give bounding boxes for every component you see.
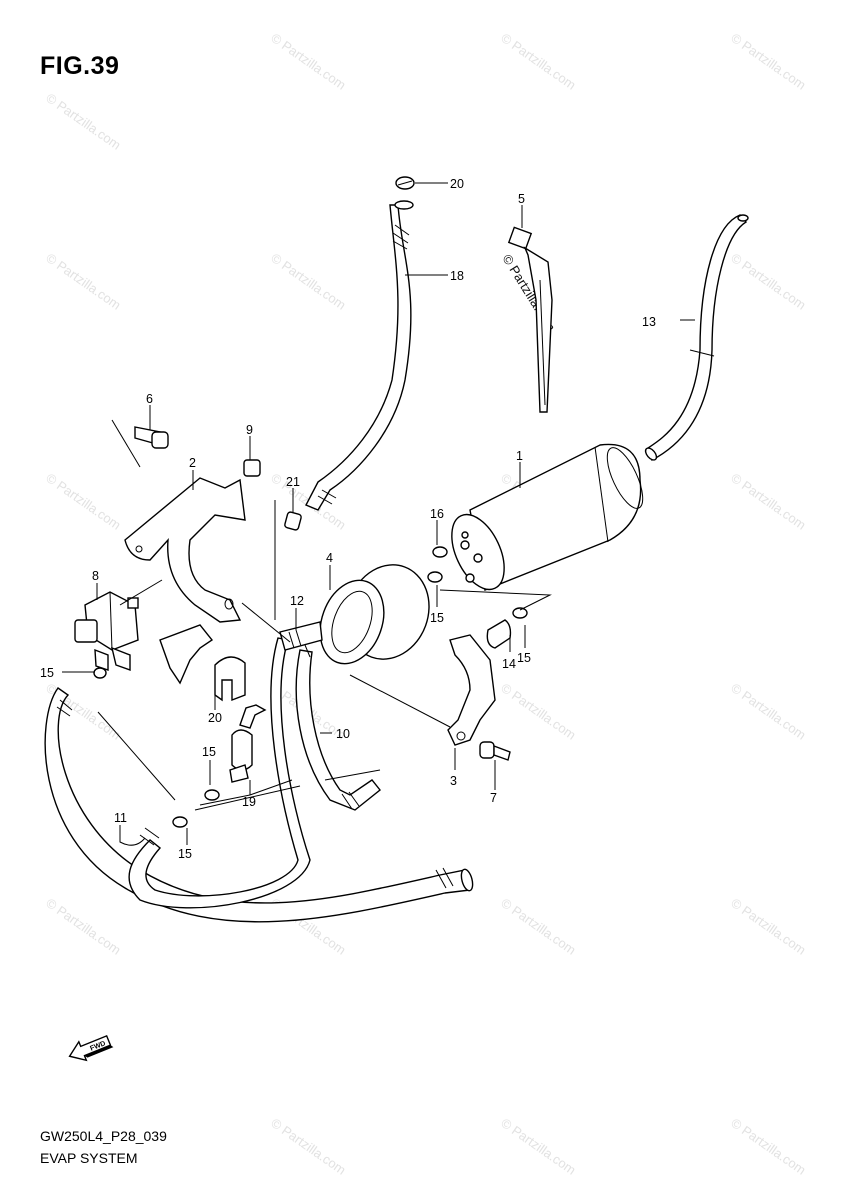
callout-15-b: 15 [517, 651, 531, 665]
callout-12: 12 [290, 594, 304, 608]
clamps-15-16[interactable] [93, 546, 528, 828]
callout-15-a: 15 [430, 611, 444, 625]
part-4-cushion[interactable] [309, 553, 442, 672]
callout-11: 11 [114, 811, 127, 825]
part-2-bracket[interactable] [124, 477, 246, 685]
part-11-hose[interactable] [44, 687, 475, 923]
leader-lines [62, 182, 695, 846]
watermark-text: © Partzilla.com [728, 1115, 808, 1178]
watermark-text: © Partzilla.com [498, 30, 578, 93]
callout-15-c: 15 [40, 666, 54, 680]
part-17-joint[interactable] [229, 704, 267, 783]
callout-14: 14 [502, 657, 516, 671]
watermark-text: © Partzilla.com [268, 1115, 348, 1178]
watermark-text: © Partzilla.com [498, 1115, 578, 1178]
part-18-hose[interactable] [305, 200, 414, 511]
part-7-screw[interactable] [479, 741, 511, 761]
part-12-hose[interactable] [128, 621, 323, 909]
watermark-text: © Partzilla.com [728, 680, 808, 743]
part-21-clamp[interactable] [284, 511, 302, 531]
part-3-bracket[interactable] [447, 634, 496, 746]
callout-10: 10 [336, 727, 350, 741]
part-10-hose[interactable] [295, 649, 381, 811]
callout-15-e: 15 [178, 847, 192, 861]
fwd-arrow-icon: FWD [68, 1034, 114, 1062]
watermark-text: © Partzilla.com [728, 30, 808, 93]
callout-13: 13 [642, 315, 656, 329]
figure-title: FIG.39 [40, 52, 120, 80]
part-8-valve[interactable] [74, 591, 139, 671]
callout-3: 3 [450, 774, 457, 788]
callout-16: 16 [430, 507, 444, 521]
callout-2: 2 [189, 456, 196, 470]
watermark-text: © Partzilla.com [728, 470, 808, 533]
part-14-cap[interactable] [486, 619, 512, 649]
figure-code: GW250L4_P28_039 [40, 1128, 167, 1144]
part-19-clip[interactable] [214, 656, 246, 702]
watermark-text: © Partzilla.com [43, 90, 123, 153]
figure-name: EVAP SYSTEM [40, 1150, 138, 1166]
callout-17: 19 [242, 795, 256, 809]
watermark-text: © Partzilla.com [728, 250, 808, 313]
watermark-text: © Partzilla.com [43, 250, 123, 313]
callout-5: 5 [518, 192, 525, 206]
part-20-clamp[interactable] [395, 176, 415, 190]
watermark-text: © Partzilla.com [43, 470, 123, 533]
part-6-bolt[interactable] [134, 426, 169, 449]
callout-9: 9 [246, 423, 253, 437]
callout-1: 1 [516, 449, 523, 463]
watermark-text: © Partzilla.com [498, 895, 578, 958]
watermark-text: © Partzilla.com [268, 30, 348, 93]
part-13-hose[interactable] [643, 214, 749, 462]
callout-15-d: 15 [202, 745, 216, 759]
part-9-nut[interactable] [243, 459, 261, 477]
watermark-text: © Partzilla.com [498, 680, 578, 743]
callout-6: 6 [146, 392, 153, 406]
callout-8: 8 [92, 569, 99, 583]
callout-numbers: 20 18 5 13 1 6 2 9 21 4 16 8 12 15 14 15… [40, 177, 656, 861]
callout-19: 20 [208, 711, 222, 725]
part-5-cable-tie[interactable] [507, 226, 553, 413]
callout-7: 7 [490, 791, 497, 805]
callout-4: 4 [326, 551, 333, 565]
watermark-text: © Partzilla.com [43, 895, 123, 958]
watermark-text: © Partzilla.com [728, 895, 808, 958]
callout-20: 20 [450, 177, 464, 191]
callout-21: 21 [286, 475, 300, 489]
watermark-text: © Partzilla.com [268, 250, 348, 313]
callout-18: 18 [450, 269, 464, 283]
part-1-canister[interactable] [441, 443, 650, 598]
